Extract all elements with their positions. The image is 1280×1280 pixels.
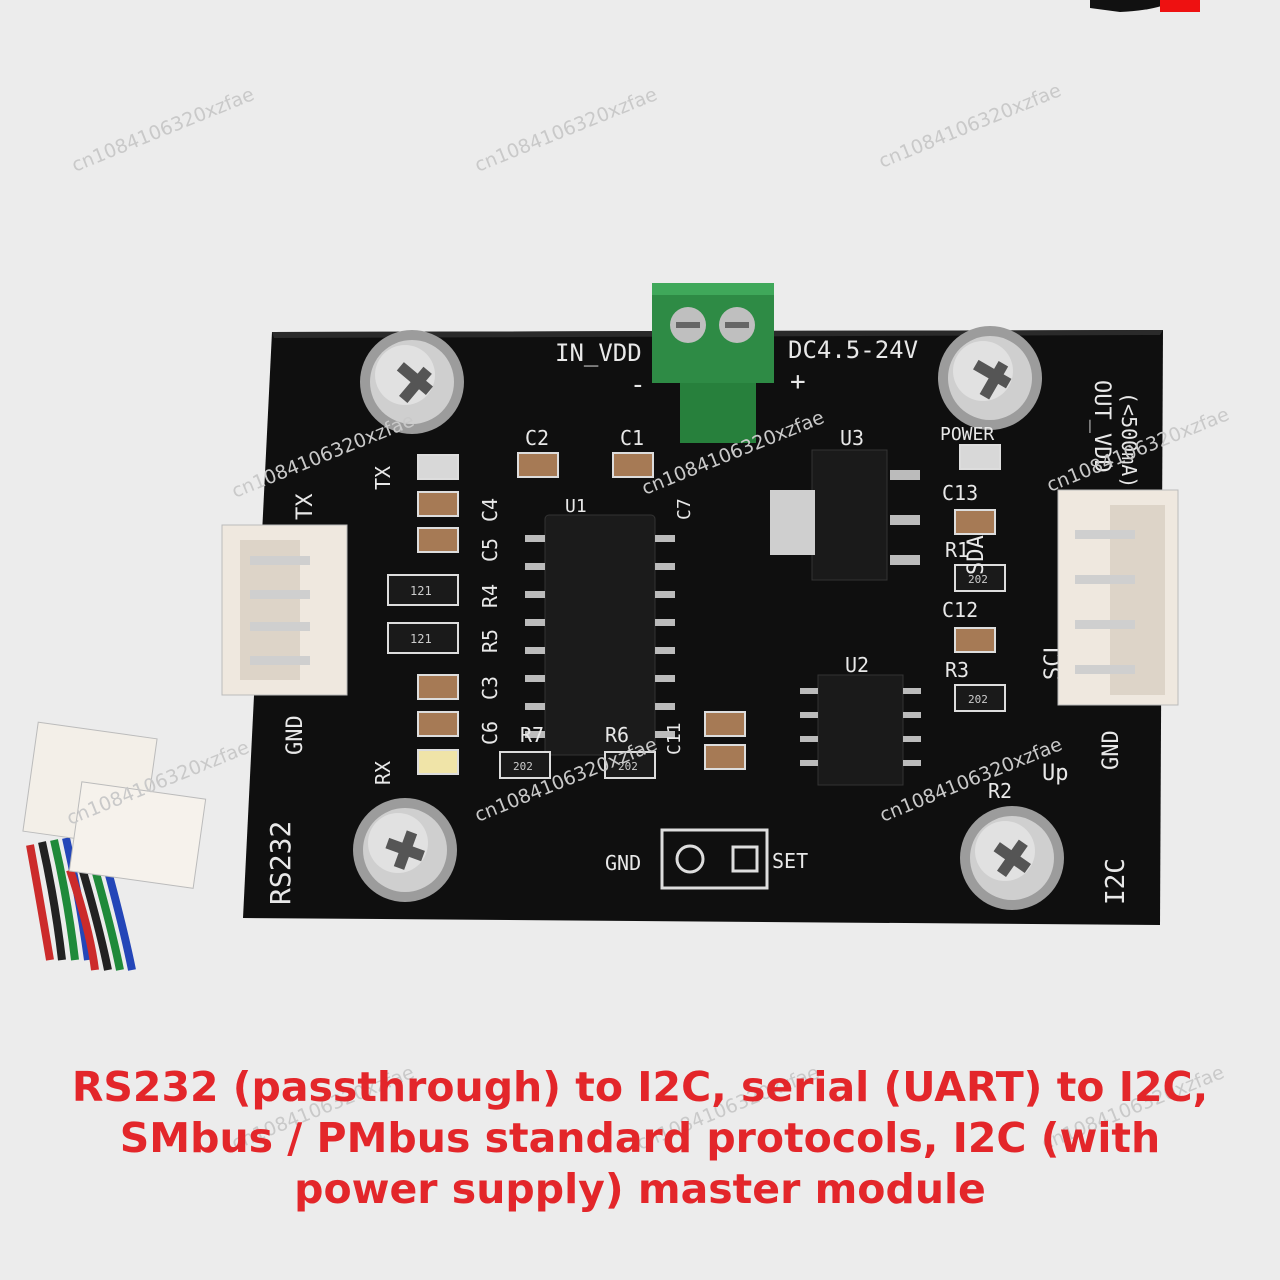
leds [417,444,1001,775]
watermark-text: cn1084106320xzfae [876,79,1065,172]
label-c12: C12 [942,598,978,622]
label-sda: SDA [964,535,989,575]
label-power-led: POWER [940,424,994,445]
label-u3: U3 [840,426,864,450]
label-up: Up [1042,761,1069,786]
rs232-connector [221,524,348,696]
label-in-vdd: IN_VDD [555,339,642,367]
caption-line: RS232 (passthrough) to I2C, serial (UART… [71,1063,1209,1111]
smd-components [417,452,996,770]
regulator-tab [770,490,815,555]
resistor-code: 202 [513,760,533,773]
i2c-connector [1057,489,1179,706]
resistor-code: 202 [968,693,988,706]
chip-u3 [770,449,920,581]
label-r6: R6 [605,723,629,747]
label-u1: U1 [565,496,587,517]
label-c5: C5 [478,538,502,562]
chip-u2 [800,674,921,786]
top-edge-object [1090,0,1175,12]
label-c3: C3 [478,676,502,700]
label-c13: C13 [942,481,978,505]
resistor-code: 202 [968,573,988,586]
mounting-screw-bottom-right [960,806,1064,910]
resistor-code: 121 [410,584,432,598]
label-plus: + [790,367,806,397]
label-tx-fragment: TX [293,493,318,520]
label-voltage-range: DC4.5-24V [788,336,918,364]
top-edge-red-object [1160,0,1200,12]
label-rs232: RS232 [264,821,297,905]
mounting-screw-bottom-left [353,798,457,902]
pcb-board: IN_VDD DC4.5-24V - + OUT_VDD (<500mA) RS… [243,283,1163,925]
pcb-surface [243,330,1163,925]
label-jumper-gnd: GND [605,851,641,875]
label-r7: R7 [520,723,544,747]
label-r4: R4 [478,584,502,608]
label-c11: C11 [664,722,685,755]
label-minus: - [630,370,646,400]
label-i2c: I2C [1101,858,1131,905]
label-out-current: (<500mA) [1117,392,1141,488]
label-tx-led: TX [371,466,395,490]
chip-u1 [525,514,675,756]
label-r5: R5 [478,629,502,653]
label-i2c-gnd: GND [1099,730,1124,770]
mounting-screw-top-left [360,330,464,434]
jst-cable-assembly [22,721,207,971]
label-c6: C6 [478,721,502,745]
caption-line: SMbus / PMbus standard protocols, I2C (w… [119,1114,1161,1162]
label-c2: C2 [525,426,549,450]
watermark-text: cn1084106320xzfae [69,83,258,176]
label-out-vdd: OUT_VDD [1089,380,1114,473]
label-c7: C7 [674,498,695,520]
label-u2: U2 [845,653,869,677]
label-r1: R1 [945,538,969,562]
label-rx-led: RX [371,761,395,785]
watermark-text: cn1084106320xzfae [472,83,661,176]
caption-line: power supply) master module [294,1165,986,1213]
mounting-screw-top-right [938,326,1042,430]
smd-resistors [387,564,1006,779]
label-c4: C4 [478,498,502,522]
label-rs232-gnd: GND [283,715,308,755]
label-r3: R3 [945,658,969,682]
set-jumper-pads [660,828,769,890]
label-c1: C1 [620,426,644,450]
resistor-code: 202 [618,760,638,773]
label-jumper-set: SET [772,849,808,873]
label-r2: R2 [988,779,1012,803]
power-terminal-block [652,283,774,443]
product-caption: RS232 (passthrough) to I2C, serial (UART… [20,1062,1260,1215]
resistor-code: 121 [410,632,432,646]
